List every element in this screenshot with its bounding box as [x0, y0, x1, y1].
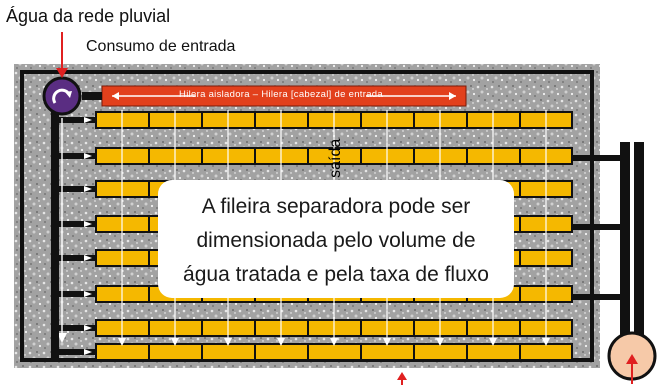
flow-arrow-icon: [84, 291, 92, 297]
manifold-arrowhead-icon: [57, 333, 67, 343]
outlet-header: [571, 142, 644, 354]
callout-line-3: água tratada e pela taxa de fluxo: [183, 263, 489, 286]
flow-arrow-icon: [84, 255, 92, 261]
bottom-pointer-icon: [397, 372, 407, 385]
flow-arrow-icon: [84, 153, 92, 159]
chamber-row: [59, 111, 573, 129]
turning-arrow-icon: [52, 88, 72, 104]
down-arrowhead-icon: [489, 338, 497, 346]
down-arrowhead-icon: [224, 338, 232, 346]
flow-arrow-icon: [84, 349, 92, 355]
down-arrowhead-icon: [171, 338, 179, 346]
callout-line-1: A fileira separadora pode ser: [201, 195, 471, 218]
chamber-row: [59, 147, 573, 165]
down-arrowhead-icon: [383, 338, 391, 346]
inflow-arrow-icon: [56, 32, 68, 78]
inlet-structure: [42, 76, 82, 116]
flow-arrow-icon: [84, 221, 92, 227]
manifold-pipe: [51, 94, 59, 360]
down-arrowhead-icon: [436, 338, 444, 346]
stormwater-label: Água da rede pluvial: [6, 6, 171, 26]
inlet-stub: [82, 92, 102, 100]
down-arrowhead-icon: [330, 338, 338, 346]
callout-line-2: dimensionada pelo volume de: [196, 229, 476, 252]
callout-box: A fileira separadora pode ser dimensiona…: [158, 180, 514, 298]
down-arrowhead-icon: [542, 338, 550, 346]
flow-arrow-icon: [84, 117, 92, 123]
chamber-row: [59, 319, 573, 337]
flow-arrow-icon: [84, 325, 92, 331]
flow-arrow-icon: [84, 186, 92, 192]
inlet-label: Consumo de entrada: [86, 38, 236, 55]
chamber-row: [59, 343, 573, 361]
down-arrowhead-icon: [118, 338, 126, 346]
isolator-row-label: Hilera aisladora – Hilera [cabezal] de e…: [179, 89, 383, 100]
outflow-arrow-icon: [626, 354, 638, 384]
down-arrowhead-icon: [277, 338, 285, 346]
